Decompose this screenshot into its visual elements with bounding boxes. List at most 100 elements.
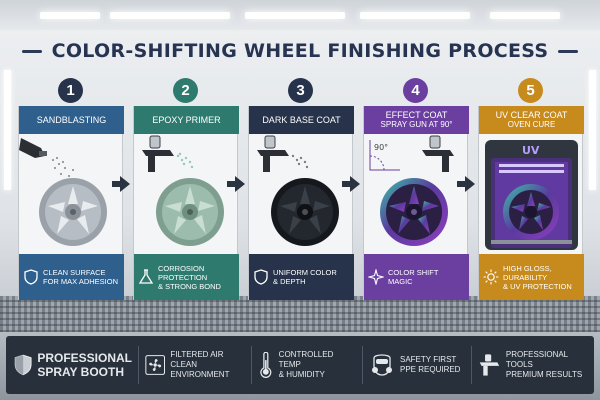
title-row: COLOR-SHIFTING WHEEL FINISHING PROCESS: [0, 36, 600, 66]
step-panel: UV CLEAR COAT OVEN CURE UV: [478, 106, 584, 300]
step-number: 5: [518, 78, 543, 103]
step-note-line: & STRONG BOND: [158, 281, 221, 291]
feature-line: CONTROLLED TEMP: [278, 350, 334, 369]
wheel-icon: [380, 178, 448, 246]
step-uv-clear-coat: 5 UV CLEAR COAT OVEN CURE UV: [478, 78, 584, 300]
step-number: 2: [173, 78, 198, 103]
step-sublabel: SPRAY GUN AT 90°: [380, 120, 453, 129]
step-epoxy-primer: 2 EPOXY PRIMER: [133, 78, 239, 300]
effect-coat-wheel-illustration: 90°: [369, 135, 454, 246]
ceiling-light: [245, 12, 345, 19]
feature-filtered-air: FILTERED AIR CLEAN ENVIRONMENT: [145, 350, 245, 380]
oven-uv-label: UV: [522, 144, 540, 157]
step-note-line: UNIFORM COLOR: [273, 268, 337, 277]
step-dark-base-coat: 3 DARK BASE COAT: [248, 78, 354, 300]
step-banner: DARK BASE COAT: [249, 106, 354, 134]
step-label: DARK BASE COAT: [262, 115, 341, 125]
step-banner: SANDBLASTING: [19, 106, 124, 134]
arrow-right-icon: [457, 176, 475, 192]
feature-line: & HUMIDITY: [278, 370, 325, 379]
sun-icon: [483, 269, 499, 285]
step-number: 1: [58, 78, 83, 103]
angle-indicator: 90°: [369, 140, 400, 171]
wheel-icon: [39, 178, 107, 246]
ceiling-light: [110, 12, 230, 19]
feature-line: PREMIUM RESULTS: [505, 370, 583, 379]
booth-ceiling: [0, 0, 600, 30]
arrow-right-icon: [227, 176, 245, 192]
wheel-icon: [271, 178, 339, 246]
feature-professional-tools: PROFESSIONAL TOOLS PREMIUM RESULTS: [478, 350, 586, 380]
base-coat-wheel-illustration: [257, 135, 339, 246]
shield-icon: [254, 269, 268, 285]
arrow-right-icon: [112, 176, 130, 192]
feature-line: PROFESSIONAL: [37, 351, 132, 365]
step-note-line: HIGH GLOSS, DURABILITY: [503, 263, 552, 282]
step-banner: EFFECT COAT SPRAY GUN AT 90°: [364, 106, 469, 134]
respirator-icon: [372, 354, 392, 376]
ceiling-light: [40, 12, 100, 19]
step-number: 4: [403, 78, 428, 103]
sparkle-icon: [368, 269, 384, 285]
feature-line: PROFESSIONAL TOOLS: [505, 350, 568, 369]
flask-icon: [138, 269, 154, 284]
step-note: UNIFORM COLOR & DEPTH: [249, 254, 354, 300]
spray-gun-icon: [257, 135, 289, 172]
wall-light-left: [4, 70, 11, 190]
step-note-line: CLEAN SURFACE: [43, 268, 106, 277]
step-number: 3: [288, 78, 313, 103]
step-label: UV CLEAR COAT: [495, 110, 568, 120]
arrow-right-icon: [342, 176, 360, 192]
feature-spray-booth: PROFESSIONAL SPRAY BOOTH: [14, 348, 132, 382]
sandblast-wheel-illustration: [19, 138, 107, 246]
step-note: CLEAN SURFACE FOR MAX ADHESION: [19, 254, 124, 300]
thermometer-icon: [260, 352, 272, 378]
step-note-line: CORROSION PROTECTION: [158, 263, 208, 282]
feature-controlled-temp: CONTROLLED TEMP & HUMIDITY: [258, 350, 356, 380]
shield-icon: [24, 269, 38, 285]
ceiling-light: [490, 12, 560, 19]
wall-light-right: [589, 70, 596, 190]
primer-wheel-illustration: [142, 135, 224, 246]
spray-gun-icon: [422, 135, 454, 172]
step-panel: EFFECT COAT SPRAY GUN AT 90° 90°: [363, 106, 469, 300]
step-note: COLOR SHIFT MAGIC: [364, 254, 469, 300]
step-label: EPOXY PRIMER: [152, 115, 221, 125]
feature-line: CLEAN ENVIRONMENT: [170, 360, 230, 379]
step-note-line: FOR MAX ADHESION: [43, 277, 119, 286]
angle-label: 90°: [374, 143, 388, 152]
step-effect-coat: 4 EFFECT COAT SPRAY GUN AT 90° 90°: [363, 78, 469, 300]
booth-floor-grate: [0, 296, 600, 332]
step-label: EFFECT COAT: [385, 110, 448, 120]
ceiling-light: [360, 12, 470, 19]
spray-gun-icon: [142, 135, 174, 172]
wheel-icon: [503, 184, 559, 240]
sandblast-nozzle-icon: [19, 138, 47, 158]
fan-icon: [145, 355, 166, 375]
step-sandblasting: 1 SANDBLASTING: [18, 78, 124, 300]
step-note: HIGH GLOSS, DURABILITY & UV PROTECTION: [479, 254, 584, 300]
step-note-line: & UV PROTECTION: [503, 281, 572, 291]
spray-gun-icon: [479, 354, 500, 376]
step-banner: UV CLEAR COAT OVEN CURE: [479, 106, 584, 134]
feature-line: FILTERED AIR: [170, 350, 224, 359]
wheel-icon: [156, 178, 224, 246]
feature-safety-first: SAFETY FIRST PPE REQUIRED: [369, 352, 465, 378]
step-note-line: & DEPTH: [273, 277, 306, 286]
step-panel: DARK BASE COAT: [248, 106, 354, 300]
step-note-line: MAGIC: [388, 277, 413, 286]
feature-line: PPE REQUIRED: [400, 365, 461, 374]
uv-oven-illustration: UV: [485, 140, 578, 250]
step-panel: SANDBLASTING: [18, 106, 124, 300]
step-sublabel: OVEN CURE: [507, 120, 556, 129]
shield-icon: [14, 354, 32, 376]
step-note-line: COLOR SHIFT: [388, 268, 439, 277]
step-panel: EPOXY PRIMER: [133, 106, 239, 300]
features-bar: PROFESSIONAL SPRAY BOOTH FILTERED AIR CL…: [6, 336, 594, 394]
page-title: COLOR-SHIFTING WHEEL FINISHING PROCESS: [51, 40, 549, 62]
step-label: SANDBLASTING: [36, 115, 107, 125]
step-note: CORROSION PROTECTION & STRONG BOND: [134, 254, 239, 300]
feature-line: SPRAY BOOTH: [37, 365, 125, 379]
step-banner: EPOXY PRIMER: [134, 106, 239, 134]
feature-line: SAFETY FIRST: [400, 355, 457, 364]
